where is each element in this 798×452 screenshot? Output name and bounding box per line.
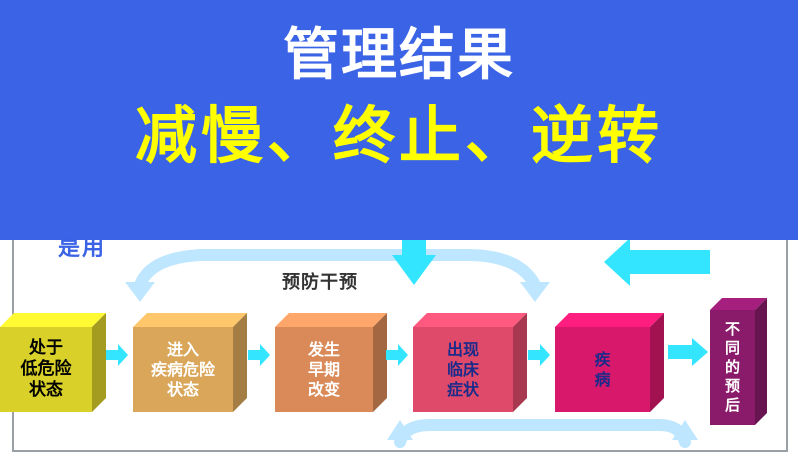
stage-box: 不 同 的 预 后 bbox=[710, 298, 767, 425]
stage-box: 进入 疾病危险 状态 bbox=[133, 313, 247, 412]
stage-box: 出现 临床 症状 bbox=[413, 313, 527, 412]
header-banner: 管理结果 减慢、终止、逆转 bbox=[0, 0, 798, 240]
stage-label: 处于 低危险 状态 bbox=[20, 338, 72, 400]
stage-box: 发生 早期 改变 bbox=[275, 313, 387, 412]
intervention-label: 预防干预 bbox=[282, 272, 358, 293]
stray-label: 是用 bbox=[58, 236, 107, 261]
stage-label: 出现 临床 症状 bbox=[446, 339, 479, 399]
stage-box: 疾 病 bbox=[555, 313, 664, 412]
page-title: 管理结果 bbox=[283, 23, 515, 88]
stage-label: 发生 早期 改变 bbox=[307, 339, 340, 399]
stage-label: 进入 疾病危险 状态 bbox=[150, 339, 215, 399]
stage-box: 处于 低危险 状态 bbox=[0, 313, 106, 412]
stage-label: 疾 病 bbox=[594, 349, 611, 389]
stage-label: 不 同 的 预 后 bbox=[724, 320, 740, 414]
page-subtitle: 减慢、终止、逆转 bbox=[134, 99, 663, 172]
